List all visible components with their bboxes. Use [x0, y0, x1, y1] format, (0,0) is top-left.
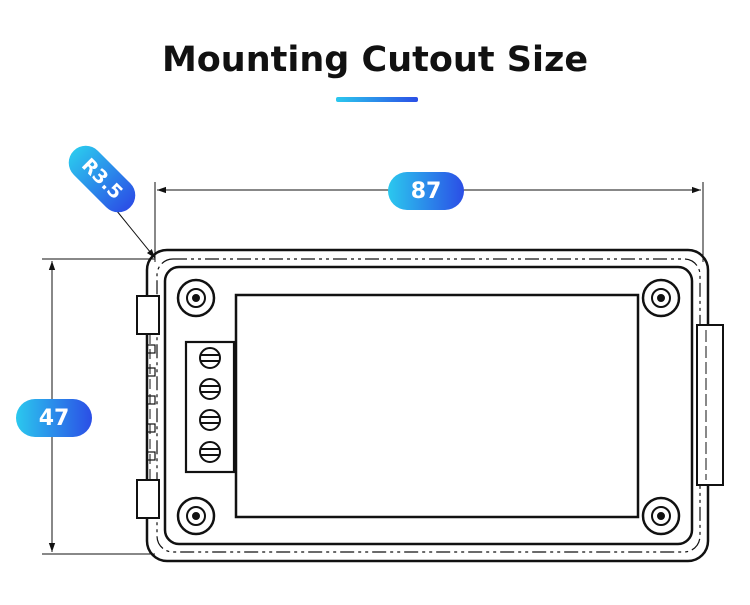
- left-notch-5: [146, 451, 156, 461]
- front-bezel: [163, 265, 694, 546]
- page-title: Mounting Cutout Size: [161, 40, 589, 80]
- left-clip-bottom: [136, 479, 160, 519]
- left-notch-1: [146, 344, 156, 354]
- title-underline: [336, 97, 418, 102]
- left-notch-3: [146, 395, 156, 405]
- terminal-screw-2: [199, 378, 221, 400]
- terminal-screw-1: [199, 347, 221, 369]
- corner-screw-top-left: [176, 278, 216, 318]
- terminal-screw-3: [199, 409, 221, 431]
- cutout-outline: [156, 258, 701, 553]
- terminal-screw-4: [199, 441, 221, 463]
- width-badge: 87: [388, 172, 464, 210]
- terminal-block: [184, 340, 236, 474]
- display-window: [234, 293, 640, 519]
- left-notch-2: [146, 367, 156, 377]
- corner-screw-bottom-left: [176, 496, 216, 536]
- height-badge: 47: [16, 399, 92, 437]
- terminal-screws: [199, 347, 221, 463]
- device-body: [136, 248, 724, 563]
- right-clip: [696, 324, 724, 486]
- left-notch-4: [146, 423, 156, 433]
- corner-screw-top-right: [641, 278, 681, 318]
- radius-leader-line: [111, 204, 156, 259]
- left-clip-top: [136, 295, 160, 335]
- corner-screw-bottom-right: [641, 496, 681, 536]
